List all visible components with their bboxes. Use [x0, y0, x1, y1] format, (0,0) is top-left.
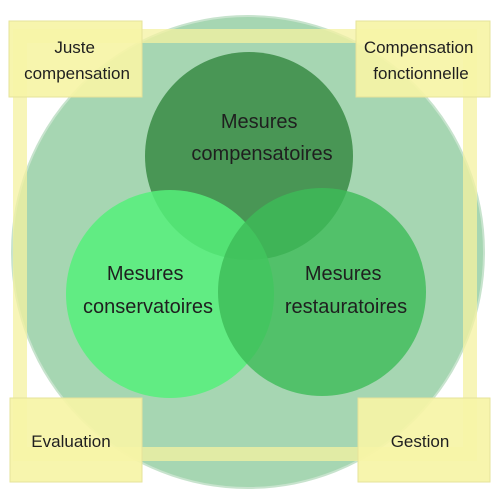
label-conservatoires-line1: Mesures: [107, 263, 184, 285]
label-compensatoires-line1: Mesures: [221, 111, 298, 133]
label-restauratoires: Mesures restauratoires: [285, 263, 407, 318]
label-gestion: Gestion: [391, 432, 450, 451]
box-gestion: [357, 397, 491, 483]
label-compensation-fonctionnelle-line1: Compensation: [364, 38, 474, 57]
box-evaluation: [9, 397, 143, 483]
label-evaluation: Evaluation: [31, 432, 110, 451]
label-compensatoires: Mesures compensatoires: [191, 111, 332, 165]
label-compensation-fonctionnelle-line2: fonctionnelle: [373, 64, 468, 83]
box-juste-compensation: [8, 20, 143, 98]
frame: [13, 29, 477, 461]
label-juste-compensation-line2: compensation: [24, 64, 130, 83]
box-compensation-fonctionnelle: [355, 20, 491, 98]
label-conservatoires-line2: conservatoires: [83, 296, 213, 318]
label-restauratoires-line1: Mesures: [305, 263, 382, 285]
label-conservatoires: Mesures conservatoires: [83, 263, 213, 318]
label-restauratoires-line2: restauratoires: [285, 296, 407, 318]
label-compensation-fonctionnelle: Compensation fonctionnelle: [364, 38, 478, 83]
circle-restauratoires: [218, 188, 426, 396]
circle-conservatoires: [66, 190, 274, 398]
label-juste-compensation: Juste compensation: [24, 38, 130, 83]
label-compensatoires-line2: compensatoires: [191, 143, 332, 165]
label-juste-compensation-line1: Juste: [54, 38, 95, 57]
